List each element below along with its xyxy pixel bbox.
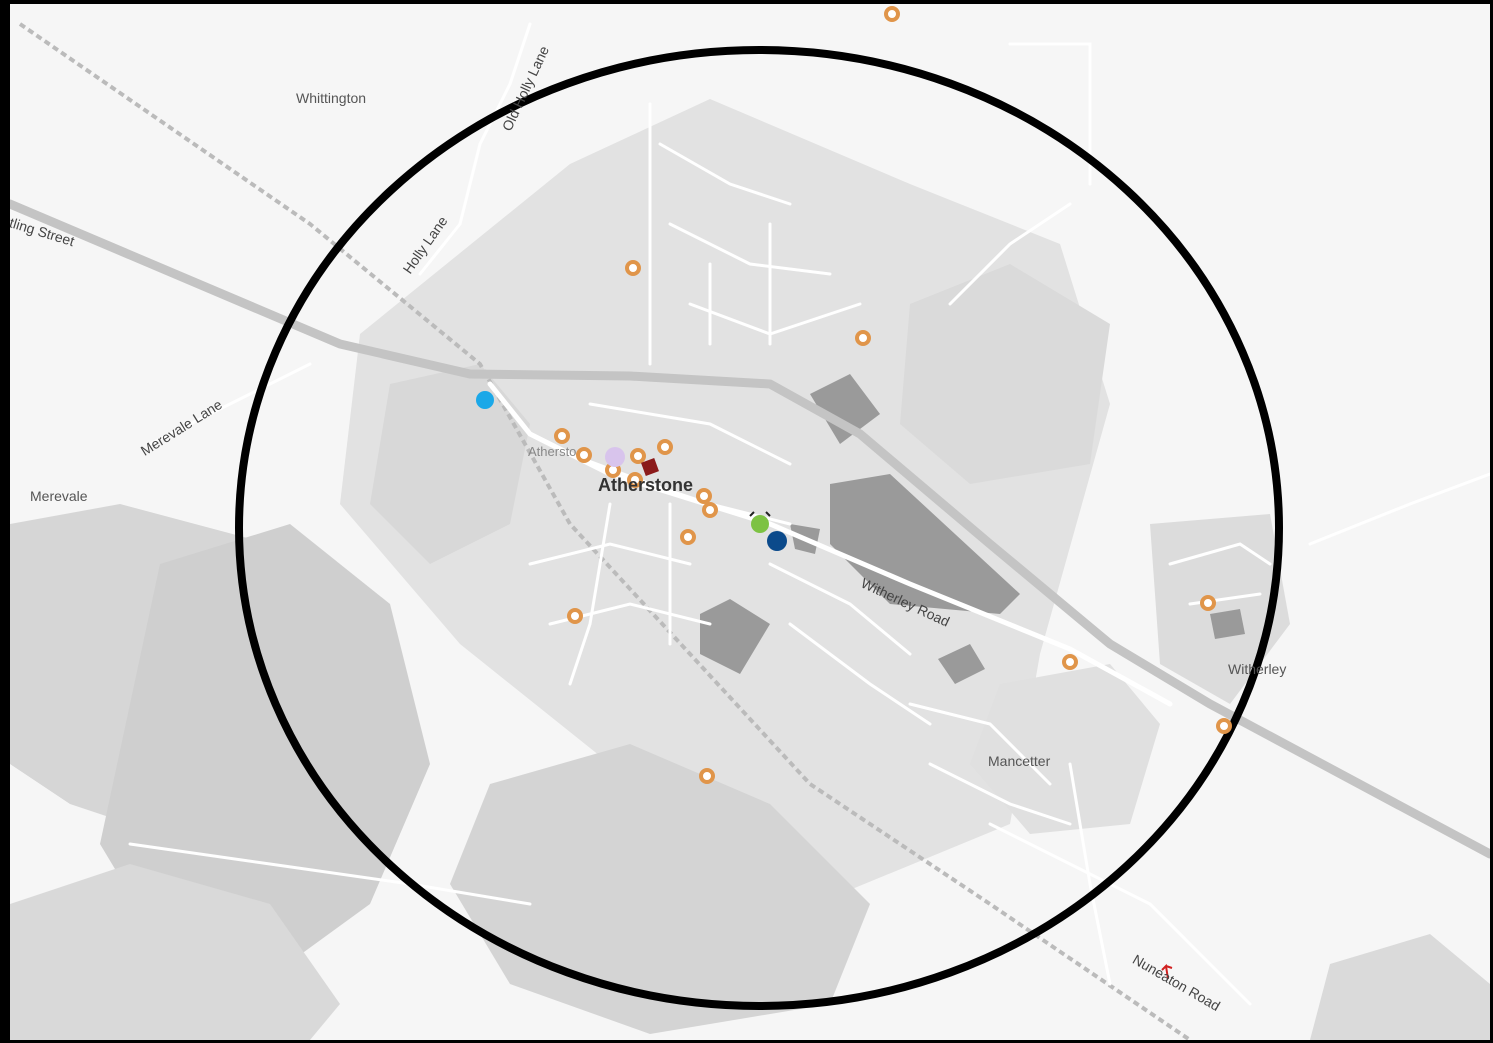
poi-marker[interactable] [630,448,646,464]
poi-marker[interactable] [657,439,673,455]
poi-marker[interactable] [1216,718,1232,734]
poi-marker[interactable] [702,502,718,518]
buildings [700,374,1245,684]
poi-marker[interactable] [1062,654,1078,670]
map-canvas[interactable] [10,4,1490,1040]
marker-dark-blue[interactable] [767,531,787,551]
marker-lilac[interactable] [605,447,625,467]
place-label-witherley: Witherley [1228,661,1287,677]
marker-maroon[interactable] [641,458,659,476]
poi-marker[interactable] [680,529,696,545]
poi-marker[interactable] [855,330,871,346]
search-radius-outline [235,46,1283,1010]
poi-marker[interactable] [884,6,900,22]
marker-green-outline-icon [749,511,771,517]
place-label-mancetter: Mancetter [988,753,1051,769]
poi-marker[interactable] [1200,595,1216,611]
poi-marker[interactable] [696,488,712,504]
railway-line [18,22,1192,1040]
poi-marker[interactable] [554,428,570,444]
place-label-merevale: Merevale [30,488,88,504]
land-areas [10,99,1490,1040]
place-label-atherstone-station: Athersto [528,444,577,459]
poi-markers [554,6,1232,784]
poi-marker[interactable] [699,768,715,784]
north-arrow-icon [1161,963,1173,980]
poi-marker[interactable] [576,447,592,463]
marker-light-blue[interactable] [476,391,494,409]
marker-green[interactable] [751,515,769,533]
poi-marker[interactable] [627,472,643,488]
poi-marker[interactable] [625,260,641,276]
place-label-whittington: Whittington [296,90,367,106]
place-label-atherstone: Atherstone [598,475,694,495]
poi-marker[interactable] [567,608,583,624]
major-roads [10,199,1490,859]
